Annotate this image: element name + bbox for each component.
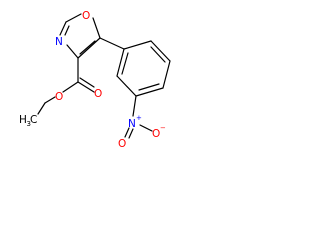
bond-ph-6-1: [116, 48, 125, 77]
nitro-nitrogen-label: N: [128, 118, 136, 130]
nitro-oxygen-charge: −: [160, 124, 166, 132]
ring-oxygen-label: O: [82, 10, 90, 22]
molecule-structure: O N O O H 3 C N + O O −: [19, 10, 171, 149]
bond-ph-nitro: [132, 95, 137, 117]
bond-nitro-o-double-b: [128, 128, 134, 139]
bond-c5-c4: [77, 37, 101, 59]
bond-ph-3-4: [162, 60, 171, 89]
bond-c2-o1: [65, 13, 82, 23]
bond-n3-c2-inner: [64, 25, 70, 36]
nitro-group: [124, 95, 153, 139]
phenyl-ring: [99, 37, 171, 97]
bond-ch2-ch3: [37, 102, 46, 115]
ring-nitrogen-label: N: [55, 36, 63, 48]
nitro-oxygen-single-label: O: [152, 128, 160, 140]
methyl-c-label: C: [30, 114, 37, 126]
oxazole-ring: [59, 13, 101, 59]
bond-ph-6-1-inner: [121, 52, 129, 75]
bond-o-ch2: [44, 96, 56, 104]
bond-carbonyl-double-a: [77, 81, 95, 93]
bond-ph-2-3-inner: [150, 46, 166, 63]
bond-c5-phenyl: [99, 37, 125, 50]
methyl-h-label: H: [19, 114, 27, 126]
bond-ph-2-3: [150, 40, 171, 62]
bond-carbonylc-o: [62, 81, 79, 93]
bond-c4-n3: [66, 44, 79, 59]
bond-ph-4-5-inner: [138, 83, 160, 91]
bond-ph-1-2: [123, 40, 152, 50]
bond-nitro-o-double-a: [124, 127, 130, 138]
methyl-subscript-label: 3: [27, 120, 31, 128]
bond-n3-c2: [59, 21, 67, 36]
bond-ph-5-6: [116, 75, 137, 97]
bond-ph-4-5: [135, 87, 164, 97]
nitro-nitrogen-charge: +: [136, 114, 142, 122]
nitro-oxygen-double-label: O: [118, 138, 126, 149]
bond-nitro-o-single: [139, 124, 153, 132]
bond-o1-c5: [92, 17, 101, 39]
bond-carbonyl-double-b: [79, 77, 95, 88]
bond-c5-c4-inner: [79, 40, 96, 55]
ester-group: [37, 57, 95, 115]
carbonyl-oxygen-label: O: [94, 88, 102, 100]
ester-oxygen-label: O: [55, 91, 63, 103]
